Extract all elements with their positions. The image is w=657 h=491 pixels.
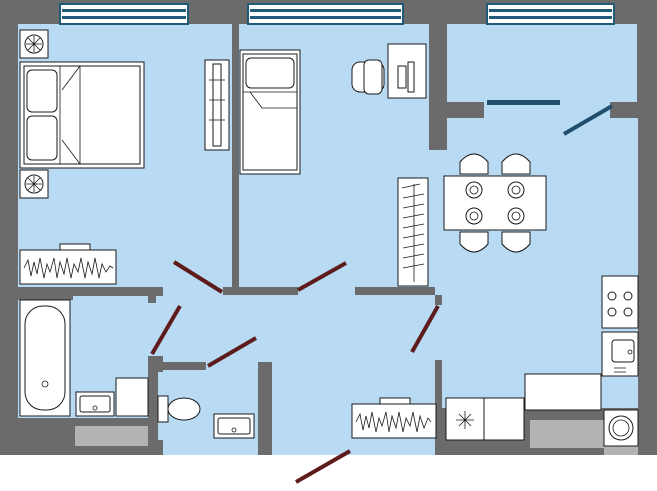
balcony-door-swing [562,104,614,136]
bathtub-icon [19,299,71,417]
entrance-floor [272,440,352,455]
washbasin-icon [75,391,115,417]
kitchen-shaft [530,420,606,448]
radiator-icon [351,397,437,439]
wall-living-stub-top [435,295,442,305]
nightstand-fan-icon [19,169,49,199]
bathroom-furniture [19,299,149,417]
dining-chair-icon [459,153,531,253]
stove-icon [601,275,639,329]
wall-bath-toilet [148,356,156,441]
toilet-furniture [157,395,255,439]
nightstand-fan-icon [19,29,49,59]
doors [150,260,440,484]
bath-shaft [75,426,148,446]
desk-chair-icon [351,43,427,99]
wall-bedroom-stub [148,295,156,303]
wall-balcony-left [447,102,484,118]
bedroom-furniture [19,29,230,285]
single-bed-icon [239,49,301,175]
living-door [410,305,440,353]
balcony-door-rail [487,100,560,105]
kids-room-door [297,261,347,292]
bathroom-door [150,304,182,356]
fridge-icon [603,409,639,447]
entrance-door [295,449,351,484]
kitchen-shaft-b [604,446,638,455]
kids-room-furniture [239,43,429,287]
wall-kids-living [429,24,447,150]
bedroom-door [172,260,224,294]
living-kitchen-furniture [443,153,639,447]
wall-toilet-right [258,362,272,455]
service-blocks [75,420,638,455]
hallway-furniture [351,397,437,439]
toilet-door [206,336,258,368]
wardrobe-icon [204,59,230,151]
living-opening-floor [429,150,447,290]
washing-machine-icon [445,397,525,441]
wall-balcony-right [614,102,638,118]
toilet-icon [157,395,201,423]
kitchen-counter [524,373,602,411]
windows [59,3,615,136]
kids-room-window [247,3,404,25]
shelf-icon [397,177,429,287]
wall-bedroom-kids [232,24,239,287]
radiator-icon [19,243,117,285]
double-bed-icon [19,61,145,169]
interior-walls [18,24,638,455]
balcony-door-floor [484,102,610,118]
wall-bedroom-bottom [18,287,163,295]
dining-table-icon [443,175,547,231]
wall-bath-bottom [18,418,148,424]
washing-machine-icon [115,377,149,417]
sink-icon [601,331,639,377]
bedroom-window [59,3,189,25]
wall-kids-bottom-b [355,287,435,295]
wall-living-left [435,360,442,455]
balcony-floor [447,24,637,102]
washbasin-icon [213,413,255,439]
balcony-window [486,3,615,25]
wall-kids-bottom-a [223,287,298,295]
wall-toilet-top [156,362,206,370]
